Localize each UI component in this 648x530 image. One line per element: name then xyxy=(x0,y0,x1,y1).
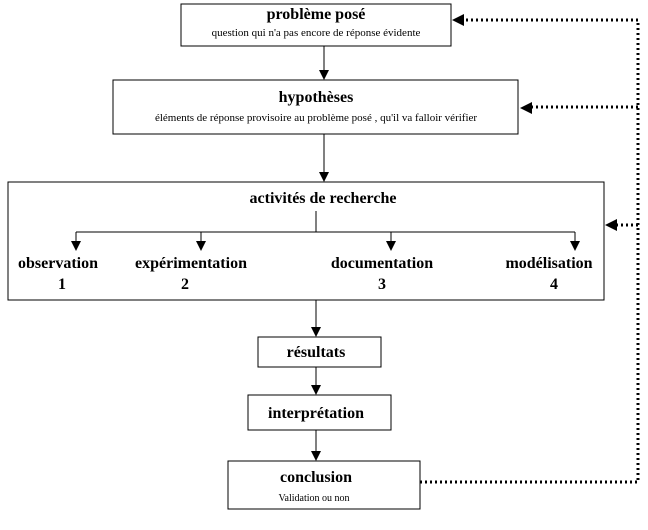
activity-observation-number: 1 xyxy=(58,276,66,293)
activites-title: activités de recherche xyxy=(250,190,397,207)
activity-documentation-number: 3 xyxy=(378,276,386,293)
hypotheses-subtitle: éléments de réponse provisoire au problè… xyxy=(155,112,477,124)
conclusion-box xyxy=(227,460,421,510)
hypotheses-title: hypothèses xyxy=(279,89,354,106)
resultats-box xyxy=(257,336,382,368)
feedback-loop-line xyxy=(420,18,640,484)
activity-experimentation-label: expérimentation xyxy=(135,255,247,272)
activity-modelisation-label: modélisation xyxy=(505,255,592,272)
conclusion-subtitle: Validation ou non xyxy=(278,493,349,504)
probleme-subtitle: question qui n'a pas encore de réponse é… xyxy=(212,27,421,39)
probleme-box xyxy=(180,3,452,47)
conclusion-title: conclusion xyxy=(280,469,352,486)
feedback-arrow-to-probleme xyxy=(452,14,464,26)
activites-box xyxy=(7,181,605,301)
feedback-arrow-to-activites xyxy=(605,219,617,231)
interpretation-title: interprétation xyxy=(268,405,364,422)
activity-documentation-label: documentation xyxy=(331,255,433,272)
activity-experimentation-number: 2 xyxy=(181,276,189,293)
hypotheses-box xyxy=(112,79,519,135)
activity-observation-label: observation xyxy=(18,255,98,272)
activity-modelisation-number: 4 xyxy=(550,276,558,293)
probleme-title: problème posé xyxy=(267,6,366,23)
resultats-title: résultats xyxy=(287,344,346,361)
feedback-arrow-to-hypotheses xyxy=(520,102,532,114)
interpretation-box xyxy=(247,394,392,431)
